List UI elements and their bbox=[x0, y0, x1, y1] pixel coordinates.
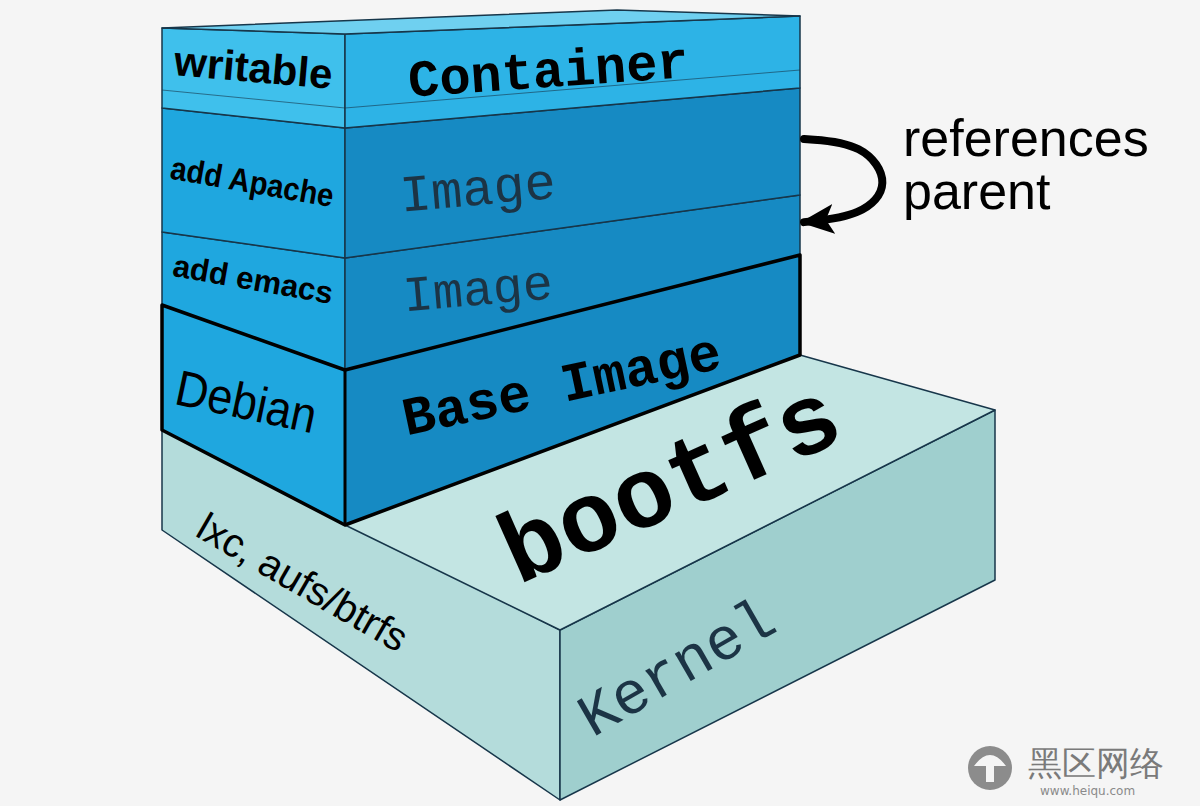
edge-label: references parent bbox=[903, 112, 1195, 218]
layer-text: Image bbox=[398, 159, 558, 224]
reference-arrow bbox=[804, 139, 882, 222]
layer-band: add Apache Image bbox=[162, 88, 800, 258]
container-top-face bbox=[162, 10, 800, 34]
layer-text: Image bbox=[401, 261, 555, 324]
layer-text: bootfs bbox=[487, 369, 857, 607]
layer-text: add emacs bbox=[171, 251, 336, 310]
layer-band: lxc, aufs/btrfs bootfsKernel bbox=[162, 355, 995, 800]
apache-left-face bbox=[162, 108, 345, 258]
layer-text: Debian bbox=[171, 363, 321, 442]
layer-text: Kernel bbox=[569, 590, 786, 750]
watermark-text: www.heiqu.com bbox=[1040, 785, 1135, 797]
debian-edge bbox=[344, 370, 347, 525]
layer-text: add Apache bbox=[168, 152, 336, 213]
watermark-mushroom bbox=[974, 755, 1006, 782]
container-left-face bbox=[162, 28, 345, 128]
layer-text: Container bbox=[406, 38, 690, 109]
layer-text: lxc, aufs/btrfs bbox=[191, 506, 415, 658]
watermark-text: 黑区网络 bbox=[1028, 746, 1164, 781]
layer-band: writable Container bbox=[162, 12, 800, 128]
watermark-icon bbox=[968, 746, 1012, 790]
container-right-face bbox=[345, 16, 800, 128]
layer-text: writable bbox=[172, 40, 334, 96]
